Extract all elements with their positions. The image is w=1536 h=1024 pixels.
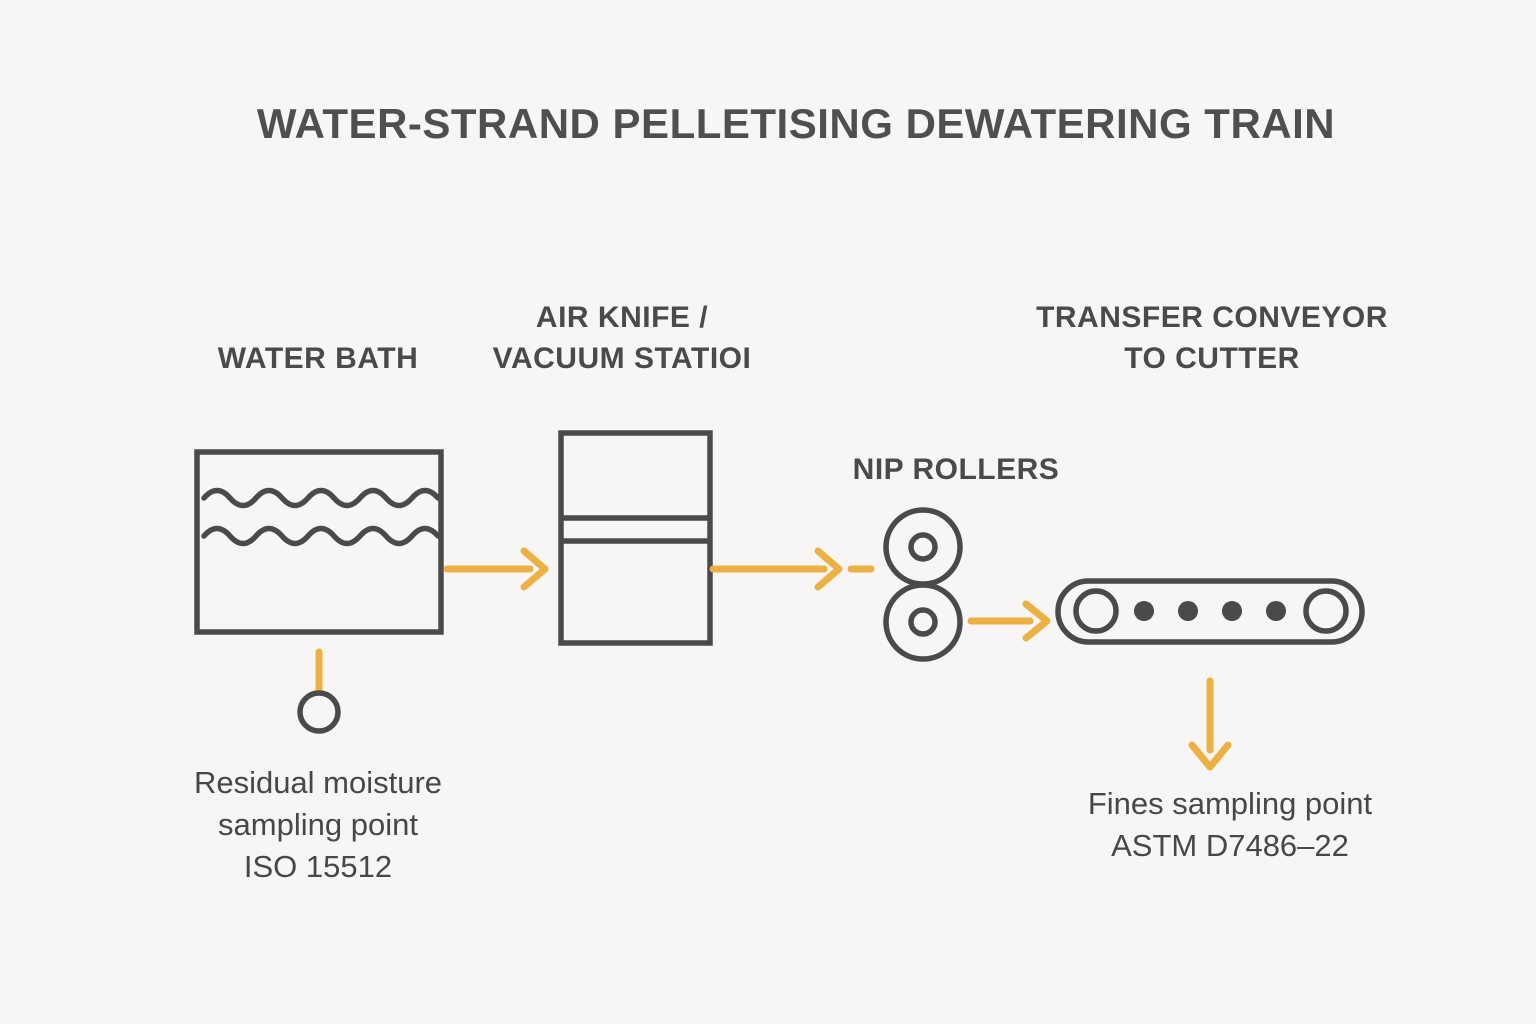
water-bath-icon xyxy=(194,449,444,635)
conveyor-icon xyxy=(1055,578,1365,645)
label-air-knife-line2: VACUUM STATIOI xyxy=(492,342,752,375)
flow-arrow-1 xyxy=(443,547,549,591)
nip-roller-bottom xyxy=(883,582,963,662)
water-wave-line-bottom xyxy=(201,525,441,547)
nip-roller-top xyxy=(883,507,963,587)
label-transfer-conveyor-line1: TRANSFER CONVEYOR xyxy=(1036,301,1388,334)
conveyor-dot-1 xyxy=(1134,601,1154,621)
diagram-title: WATER-STRAND PELLETISING DEWATERING TRAI… xyxy=(256,100,1336,147)
conveyor-belt-outline xyxy=(1055,578,1365,645)
conveyor-dot-3 xyxy=(1222,601,1242,621)
conveyor-end-roller-left xyxy=(1073,588,1119,634)
label-nip-rollers: NIP ROLLERS xyxy=(852,453,1060,486)
annotation-fines-line1: Fines sampling point xyxy=(1087,786,1373,821)
air-knife-box-outline xyxy=(558,430,713,646)
fines-sampling-arrow xyxy=(1188,677,1232,771)
annotation-residual-moisture: Residual moisture sampling point ISO 155… xyxy=(118,762,518,888)
annotation-fines-sampling: Fines sampling point ASTM D7486–22 xyxy=(1030,783,1430,867)
annotation-residual-line3: ISO 15512 xyxy=(243,849,393,884)
annotation-fines-line2: ASTM D7486–22 xyxy=(1111,828,1349,863)
label-water-bath: WATER BATH xyxy=(217,342,419,375)
conveyor-dot-2 xyxy=(1178,601,1198,621)
label-air-knife-line1: AIR KNIFE / xyxy=(535,301,709,334)
air-knife-icon xyxy=(558,430,713,646)
annotation-residual-line2: sampling point xyxy=(218,807,418,842)
water-bath-tank-outline xyxy=(194,449,444,635)
water-wave-line-top xyxy=(201,487,441,509)
conveyor-dot-4 xyxy=(1266,601,1286,621)
sampling-point-circle xyxy=(297,690,341,734)
label-transfer-conveyor-line2: TO CUTTER xyxy=(1124,342,1300,375)
residual-sampling-point-icon xyxy=(297,648,341,734)
conveyor-end-roller-right xyxy=(1303,588,1349,634)
annotation-residual-line1: Residual moisture xyxy=(193,765,443,800)
flow-arrow-2 xyxy=(709,547,875,591)
label-air-knife: AIR KNIFE / VACUUM STATIOI xyxy=(462,297,782,379)
nip-roller-bottom-axle xyxy=(908,607,938,637)
nip-rollers-icon xyxy=(883,507,963,662)
flow-arrow-3 xyxy=(967,600,1051,642)
label-transfer-conveyor: TRANSFER CONVEYOR TO CUTTER xyxy=(1012,297,1412,379)
nip-roller-top-axle xyxy=(908,532,938,562)
